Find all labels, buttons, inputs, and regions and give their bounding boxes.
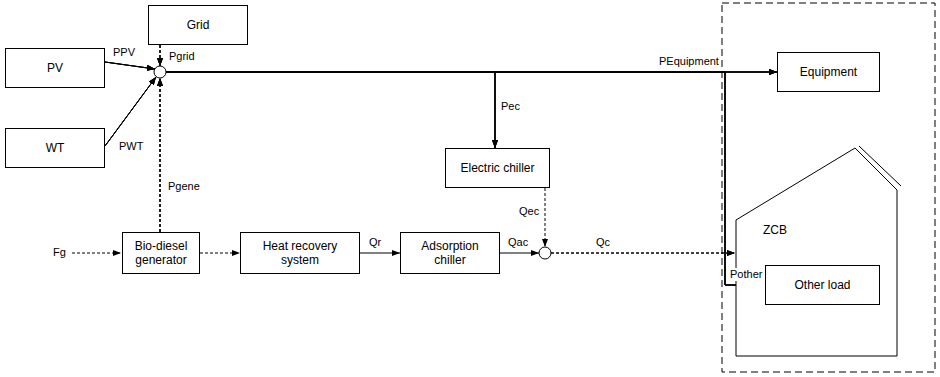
- flow-symbol: PWT: [118, 140, 144, 153]
- power-junction: [154, 66, 166, 78]
- flow-connector: [160, 72, 765, 285]
- building-shape: ZCB Other load: [735, 145, 903, 357]
- roof-line: [859, 146, 901, 186]
- flow-connector: [160, 45, 777, 72]
- connector-segment: [166, 72, 765, 285]
- flow-symbol: Pgene: [167, 180, 201, 193]
- fuel-input-arrow: [72, 253, 121, 254]
- connector-segment: [200, 253, 240, 254]
- connector-segment: [160, 78, 161, 232]
- building-outline: [735, 145, 903, 357]
- node-label: Heat recovery system: [246, 239, 354, 268]
- system-boundary: [722, 3, 935, 372]
- generator-box: Bio-diesel generator: [122, 232, 200, 274]
- building-label: ZCB: [763, 223, 787, 237]
- node-label: Equipment: [800, 65, 857, 79]
- node-label: Electric chiller: [460, 161, 534, 175]
- flow-connector: [160, 45, 765, 285]
- flow-connector: [105, 72, 495, 148]
- flow-symbol: Pother: [729, 268, 763, 281]
- flow-symbol: Qc: [595, 236, 611, 249]
- load-box: Equipment: [777, 52, 880, 92]
- cooling-junction: [539, 247, 551, 259]
- connector-segment: [166, 72, 495, 148]
- node-label: WT: [46, 141, 65, 155]
- flow-connector: [105, 72, 777, 146]
- connector-segment: [105, 62, 155, 69]
- flow-connector: [500, 253, 735, 254]
- connector-segment: [551, 253, 735, 254]
- connector-segment: [105, 62, 155, 69]
- flow-connector: [200, 253, 240, 254]
- connector-segment: [166, 72, 765, 285]
- node-label: Other load: [794, 278, 850, 292]
- flow-symbol: Fg: [52, 246, 67, 259]
- source-box: Grid: [148, 5, 248, 45]
- node-label: Bio-diesel generator: [128, 239, 194, 268]
- connector-segment: [360, 253, 400, 254]
- flow-connector: [360, 253, 400, 254]
- node-label: Adsorption chiller: [406, 239, 494, 268]
- flow-symbol: PEquipment: [658, 55, 720, 68]
- connector-segment: [500, 253, 539, 254]
- flow-connector: [160, 45, 495, 148]
- connector-segment: [166, 72, 495, 148]
- chiller-box: Adsorption chiller: [400, 232, 500, 274]
- house-outline: [736, 148, 897, 356]
- source-box: PV: [5, 48, 105, 88]
- connector-segment: [105, 77, 156, 146]
- flow-symbol: Pgrid: [168, 50, 196, 63]
- connector-segment: [105, 77, 156, 146]
- flow-connector: [105, 72, 765, 285]
- source-box: WT: [5, 128, 105, 168]
- connector-segment: [160, 78, 161, 232]
- connector-segment: [551, 253, 735, 254]
- connector-segment: [105, 77, 156, 146]
- flow-symbol: PPV: [112, 46, 136, 59]
- flow-connector: [160, 72, 777, 232]
- connector-segment: [160, 78, 161, 232]
- connector-segment: [166, 72, 765, 285]
- flow-symbol: Qr: [368, 236, 382, 249]
- connector-segment: [545, 188, 546, 247]
- connector-segment: [160, 45, 161, 66]
- connector-segment: [166, 72, 495, 148]
- flow-connector: [545, 188, 735, 253]
- flow-symbol: Pec: [500, 100, 521, 113]
- flow-symbol: Qec: [518, 205, 540, 218]
- process-box: Heat recovery system: [240, 232, 360, 274]
- flow-symbol: Qac: [507, 236, 529, 249]
- node-label: Grid: [187, 18, 210, 32]
- chiller-box: Electric chiller: [445, 148, 550, 188]
- connector-segment: [166, 72, 765, 285]
- connector-segment: [105, 62, 155, 69]
- load-box: Other load: [765, 265, 880, 305]
- connector-segment: [160, 45, 161, 66]
- connector-segment: [166, 72, 495, 148]
- flow-connector: [105, 62, 495, 148]
- node-label: PV: [47, 61, 63, 75]
- flow-connector: [105, 62, 765, 285]
- connector-segment: [160, 45, 161, 66]
